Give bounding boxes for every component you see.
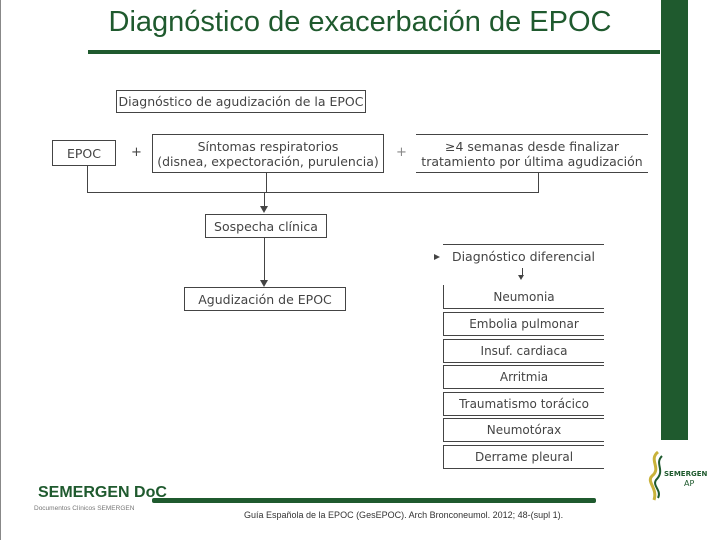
connector [538,173,539,192]
epoc-box: EPOC [52,140,116,166]
semergen-ap-logo: SEMERGEN AP [644,450,708,502]
svg-text:SEMERGEN: SEMERGEN [664,470,707,478]
connector [264,192,265,206]
symptoms-line1: Síntomas respiratorios [197,138,339,154]
connector [522,268,523,276]
arrow-down-icon [260,280,268,287]
footer-brand: SEMERGEN DoC [38,484,167,501]
differential-item: Neumonia [443,285,604,309]
citation: Guía Española de la EPOC (GesEPOC). Arch… [244,510,564,520]
footer-brand-subtitle: Documentos Clínicos SEMERGEN [34,505,135,512]
differential-heading: Diagnóstico diferencial [443,244,604,268]
left-border [0,0,1,540]
differential-item: Arritmia [443,365,604,389]
plus-sign: + [131,145,142,160]
differential-item: Neumotórax [443,418,604,442]
arrow-down-icon [518,275,524,280]
footer-line [152,498,596,503]
symptoms-box: Síntomas respiratorios (disnea, expector… [152,134,384,173]
symptoms-line2: (disnea, expectoración, purulencia) [157,153,379,169]
page-title: Diagnóstico de exacerbación de EPOC [108,6,612,38]
weeks-box: ≥4 semanas desde finalizar tratamiento p… [416,134,648,173]
title-underline [88,50,660,54]
connector [87,192,539,193]
connector [87,166,88,192]
differential-item: Insuf. cardiaca [443,339,604,363]
arrow-right-icon [434,254,440,260]
suspicion-box: Sospecha clínica [205,214,327,238]
svg-text:AP: AP [684,479,694,488]
weeks-line1: ≥4 semanas desde finalizar [444,138,619,154]
exacerbation-box: Agudización de EPOC [184,287,346,311]
connector [266,173,267,192]
differential-item: Traumatismo torácico [443,392,604,416]
plus-sign: + [396,145,407,160]
connector [264,238,265,280]
differential-item: Derrame pleural [443,445,604,469]
side-bar [661,0,688,440]
differential-item: Embolia pulmonar [443,312,604,336]
weeks-line2: tratamiento por última agudización [421,153,643,169]
flow-heading: Diagnóstico de agudización de la EPOC [116,90,366,113]
arrow-down-icon [260,206,268,213]
